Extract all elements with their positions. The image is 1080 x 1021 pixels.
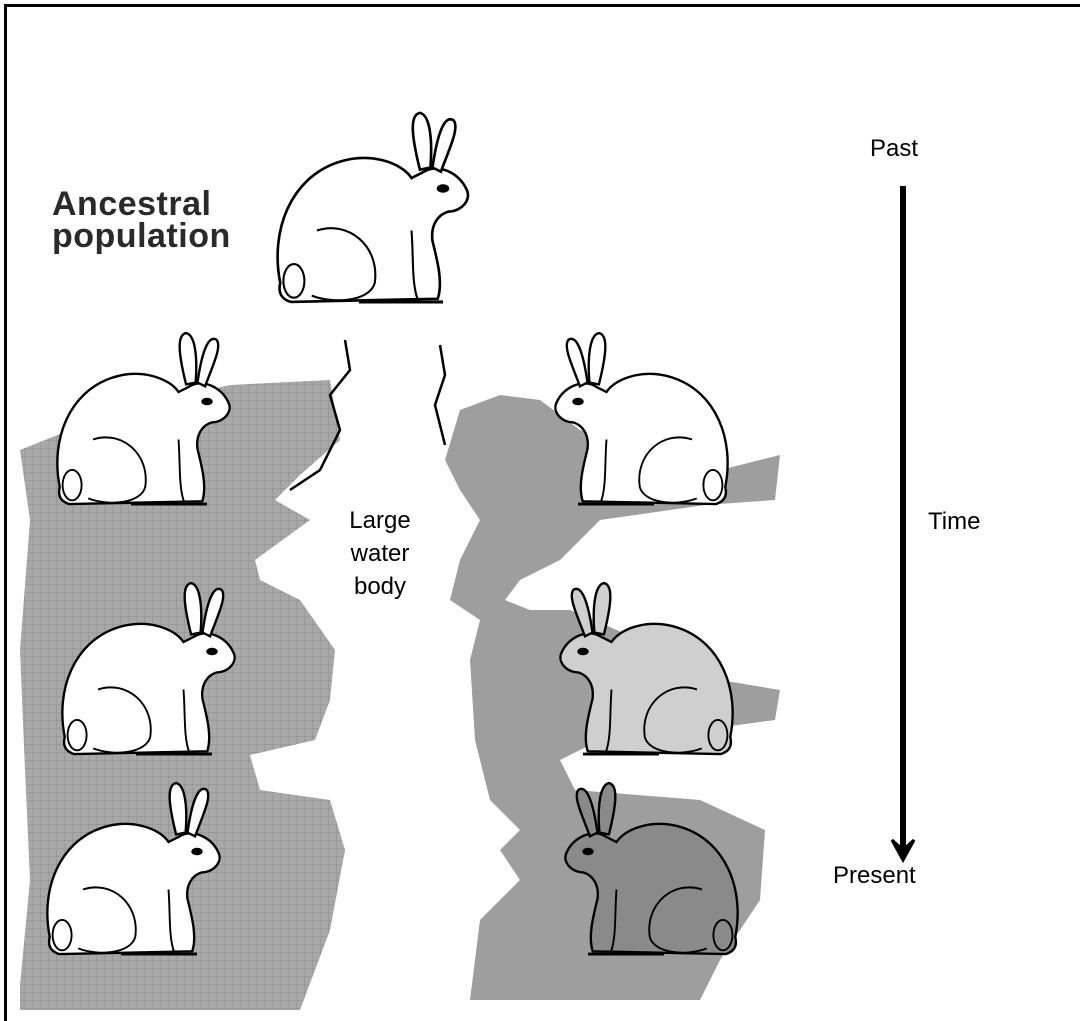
water-label-line2: water [320, 537, 440, 570]
time-label: Time [928, 508, 980, 536]
ancestral-rabbit [278, 113, 468, 302]
ancestral-label-line2: population [52, 220, 231, 252]
past-label: Past [870, 135, 918, 163]
right-rabbit-1 [555, 333, 727, 504]
present-label: Present [833, 862, 916, 890]
water-label-line1: Large [320, 504, 440, 537]
water-label-line3: body [320, 570, 440, 603]
water-body-label: Large water body [320, 504, 440, 603]
ancestral-population-label: Ancestral population [52, 188, 231, 252]
ancestral-label-line1: Ancestral [52, 188, 231, 220]
left-rabbit-1 [57, 333, 229, 504]
right-rabbit-2 [560, 583, 732, 754]
right-bank-line [435, 345, 445, 445]
